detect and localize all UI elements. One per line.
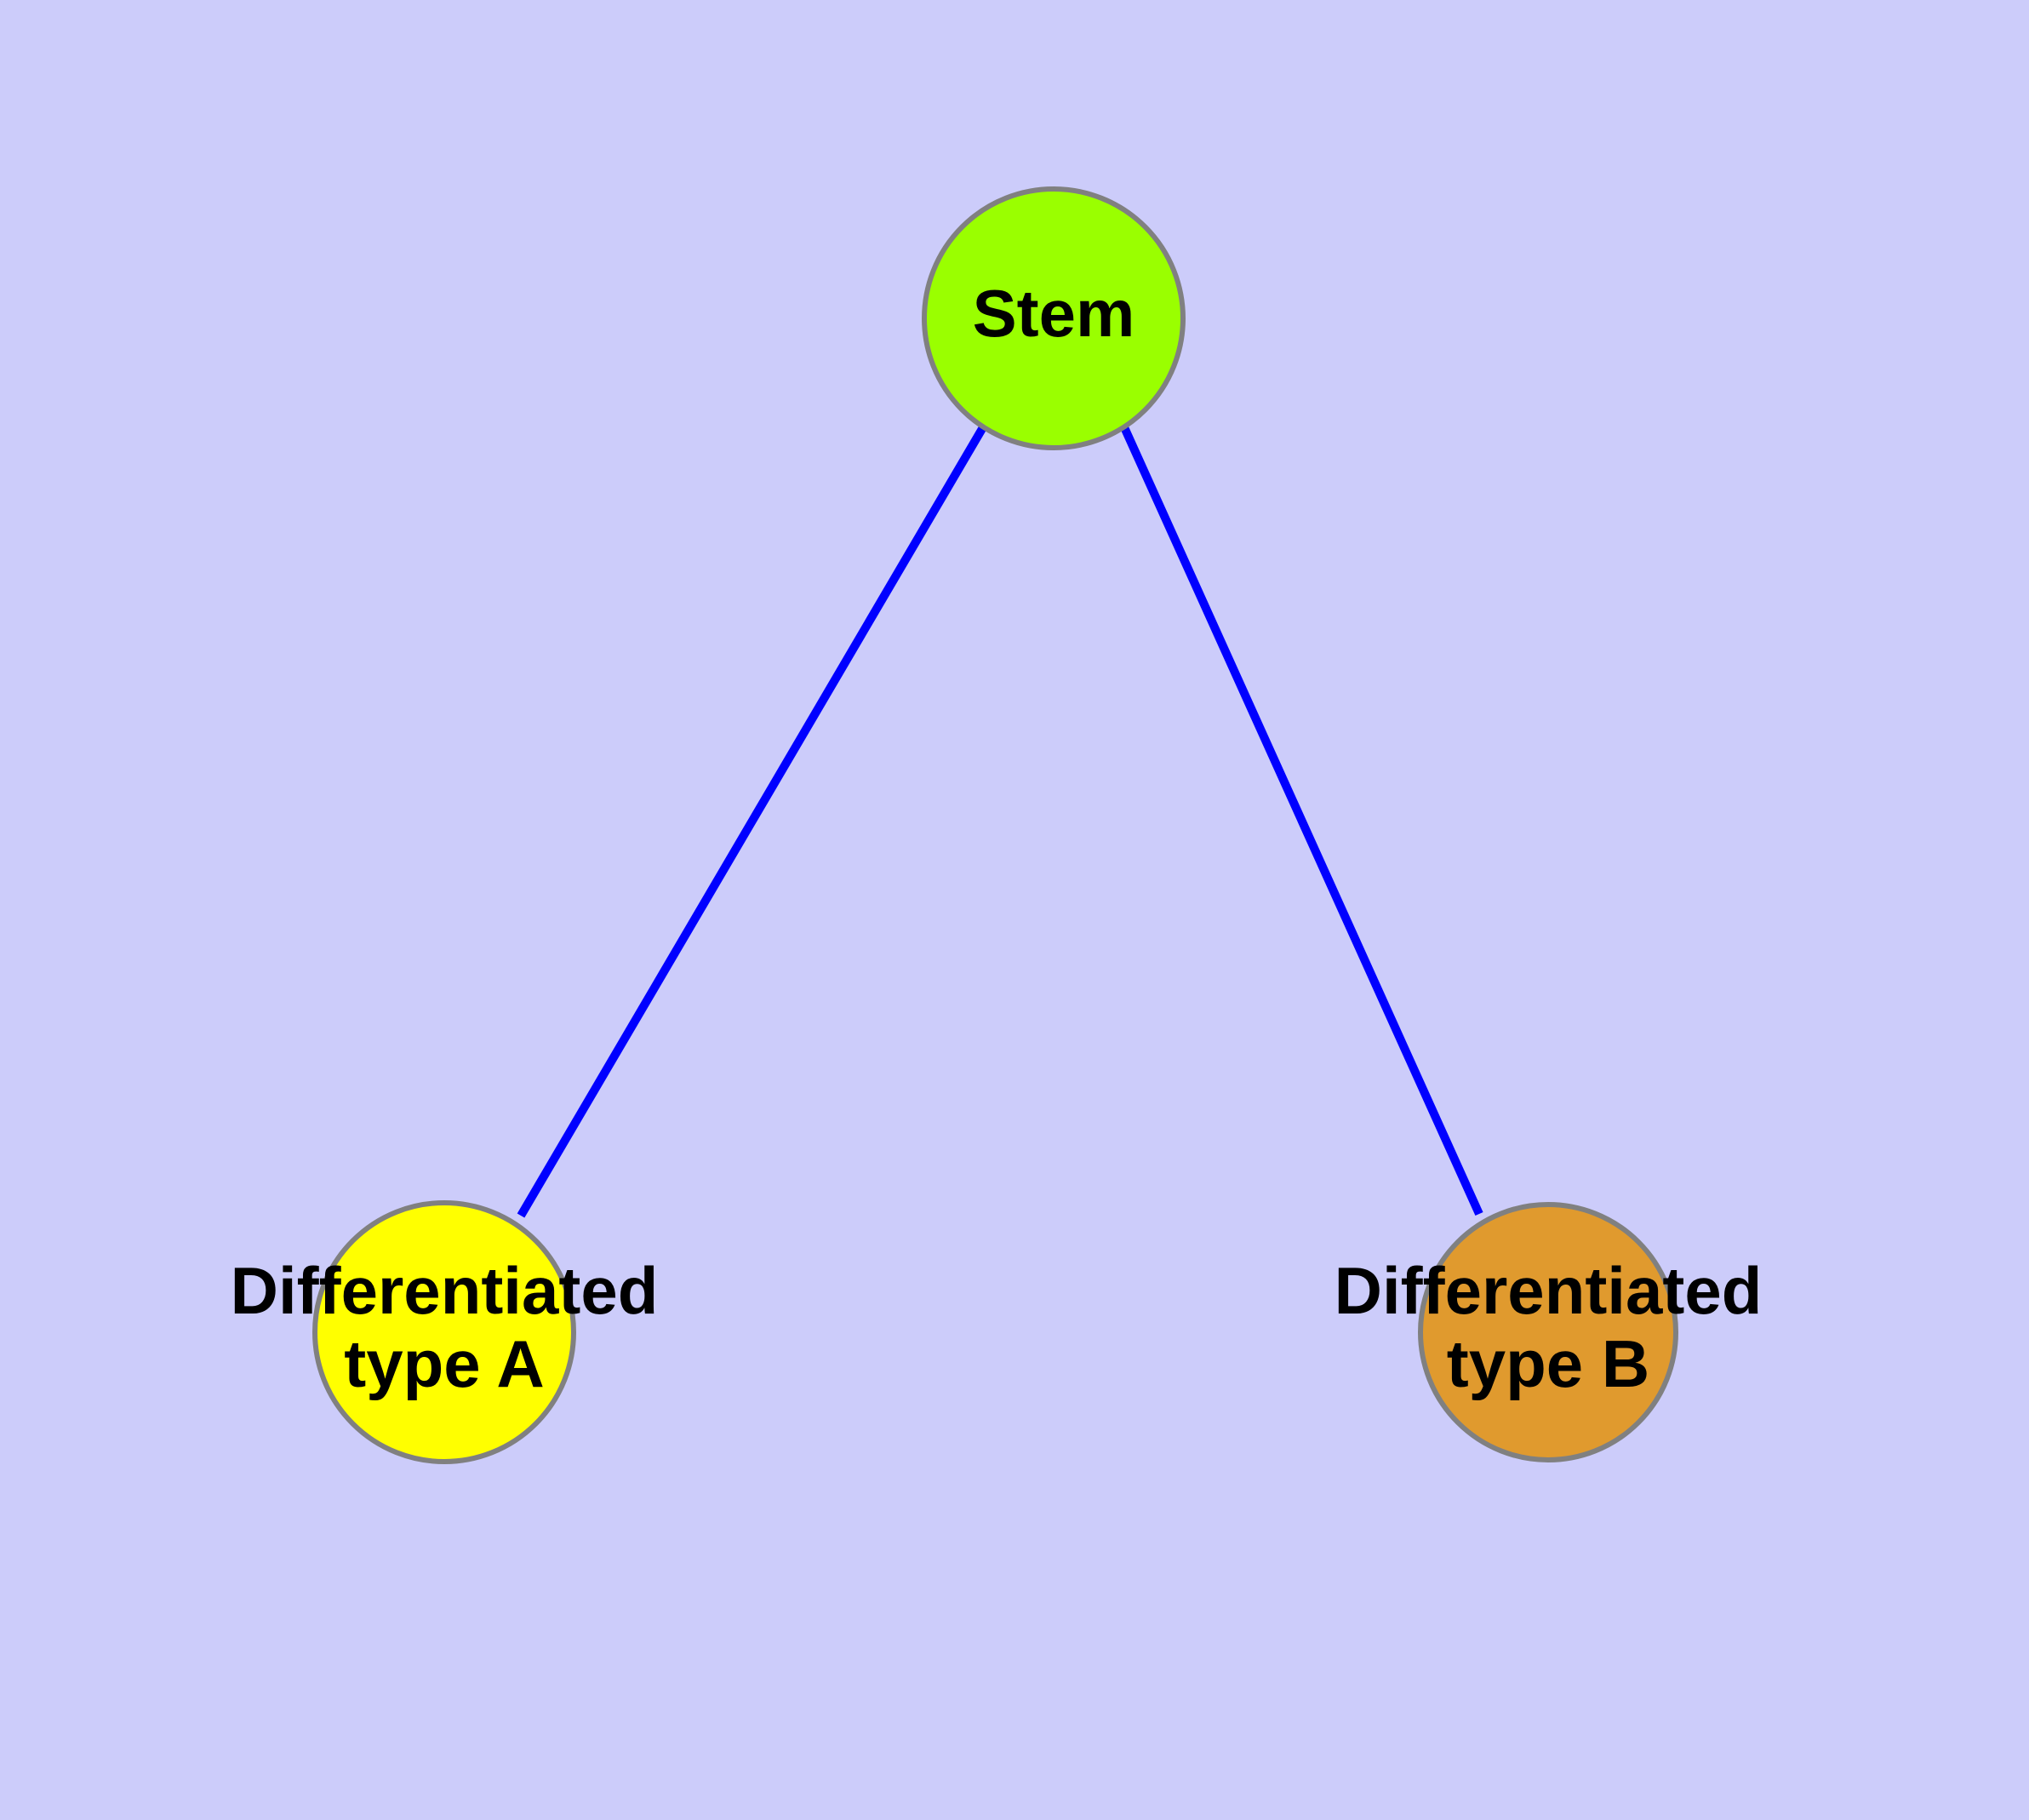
node-differentiated-type-a[interactable] — [312, 1200, 576, 1464]
label-line: Differentiated — [231, 1253, 659, 1328]
node-differentiated-type-b-circle[interactable] — [1418, 1202, 1678, 1462]
label-line: type A — [344, 1326, 545, 1401]
label-line: Stem — [973, 276, 1135, 351]
edge-stem-to-differentiated-type-b[interactable] — [1120, 425, 1483, 1216]
node-stem-circle[interactable] — [922, 186, 1186, 450]
node-layer — [312, 186, 1678, 1464]
label-line: Differentiated — [1335, 1253, 1763, 1328]
edge-layer — [517, 425, 1483, 1218]
edge-stem-to-differentiated-type-a[interactable] — [517, 425, 987, 1218]
label-line: type B — [1447, 1326, 1649, 1401]
node-differentiated-type-a-circle[interactable] — [312, 1200, 576, 1464]
node-stem[interactable] — [922, 186, 1186, 450]
node-differentiated-type-b[interactable] — [1418, 1202, 1678, 1462]
node-stem-label: Stem — [973, 276, 1135, 351]
